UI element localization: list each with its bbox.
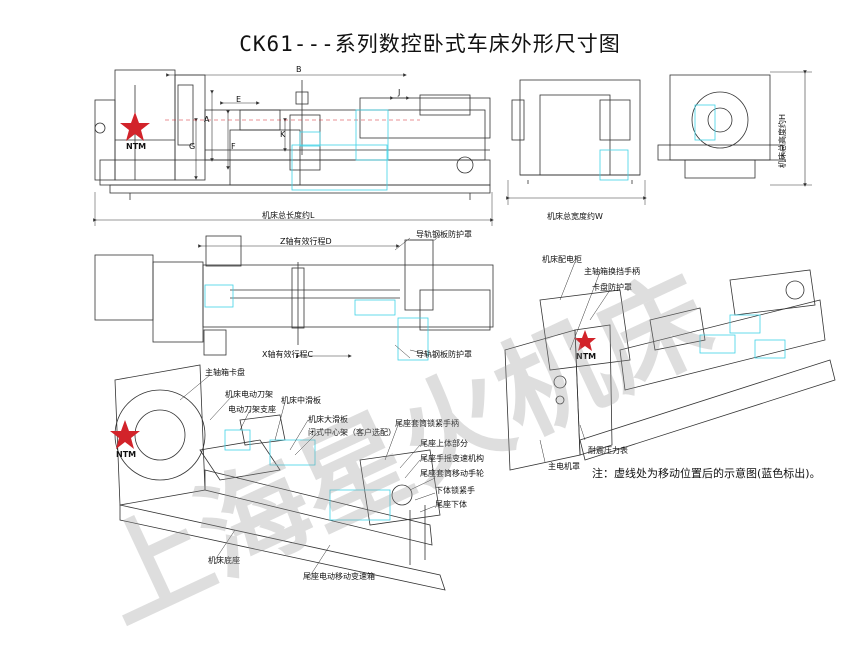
label-tail-gear: 尾座手摇变速机构 [420, 454, 484, 463]
label-guard-top: 导轨钢板防护罩 [416, 230, 472, 239]
dim-width: 机床总宽度约W [547, 212, 603, 221]
iso-view-left-moved-position [224, 429, 391, 521]
front-view-moved-position [291, 109, 389, 191]
label-chuck-guard: 卡盘防护罩 [592, 283, 632, 292]
side-view-right [657, 70, 812, 187]
dim-A: A [204, 115, 210, 124]
brand-star-front [120, 112, 150, 141]
dim-J: J [398, 88, 401, 97]
front-view [93, 69, 494, 226]
side-view-left [506, 79, 647, 205]
dim-length: 机床总长度约L [262, 211, 315, 220]
label-turret: 机床电动刀架 [225, 390, 273, 399]
top-view-moved-position [204, 284, 429, 361]
brand-text-iso-right: NTM [576, 352, 597, 361]
label-motor-cover: 主电机罩 [548, 462, 580, 471]
iso-view-right-moved-position [699, 314, 786, 359]
label-pressure-gauge: 耐震压力表 [588, 446, 628, 455]
label-big-slide: 机床大滑板 [308, 415, 348, 424]
brand-text-iso-left: NTM [116, 450, 137, 459]
dim-B: B [296, 65, 302, 74]
label-steady-rest: 闭式中心架（客户选配） [308, 428, 396, 437]
label-quill-wheel: 尾座套筒移动手轮 [420, 469, 484, 478]
iso-view-right [504, 269, 836, 471]
dim-F: F [231, 142, 236, 151]
iso-view-left [114, 364, 446, 591]
label-tail-box: 尾座电动移动变速箱 [303, 572, 375, 581]
top-view [94, 233, 494, 358]
dim-K: K [280, 130, 286, 139]
brand-star-iso-right [574, 330, 596, 351]
label-turret-bracket: 电动刀架支座 [228, 405, 276, 414]
label-chuck: 主轴箱卡盘 [205, 368, 245, 377]
side-view-left-moved-position [599, 149, 629, 181]
leader-lines [179, 237, 611, 577]
label-bed-base: 机床底座 [208, 556, 240, 565]
dim-G: G [189, 142, 196, 151]
dim-z-travel: Z轴有效行程D [280, 237, 332, 246]
label-lower-lock: 下体锁紧手 [435, 486, 475, 495]
label-cabinet: 机床配电柜 [542, 255, 582, 264]
label-tail-lower: 尾座下体 [435, 500, 467, 509]
drawing-title: CK61---系列数控卧式车床外形尺寸图 [239, 32, 621, 56]
dim-E: E [236, 95, 242, 104]
label-mid-slide: 机床中滑板 [281, 396, 321, 405]
label-guard-bottom: 导轨钢板防护罩 [416, 350, 472, 359]
side-view-right-moved-position [694, 104, 716, 141]
dim-height: 机床总高度约H [778, 113, 787, 168]
label-quill-lock: 尾座套筒锁紧手柄 [395, 419, 459, 428]
drawing-sheet [93, 69, 836, 591]
dim-x-travel: X轴有效行程C [262, 350, 314, 359]
label-spindle-lever: 主轴箱换挡手柄 [584, 267, 640, 276]
brand-star-iso-left [110, 420, 140, 449]
brand-text-front: NTM [126, 142, 147, 151]
label-tail-upper: 尾座上体部分 [420, 439, 468, 448]
note-text: 注：虚线处为移动位置后的示意图(蓝色标出)。 [592, 467, 821, 480]
